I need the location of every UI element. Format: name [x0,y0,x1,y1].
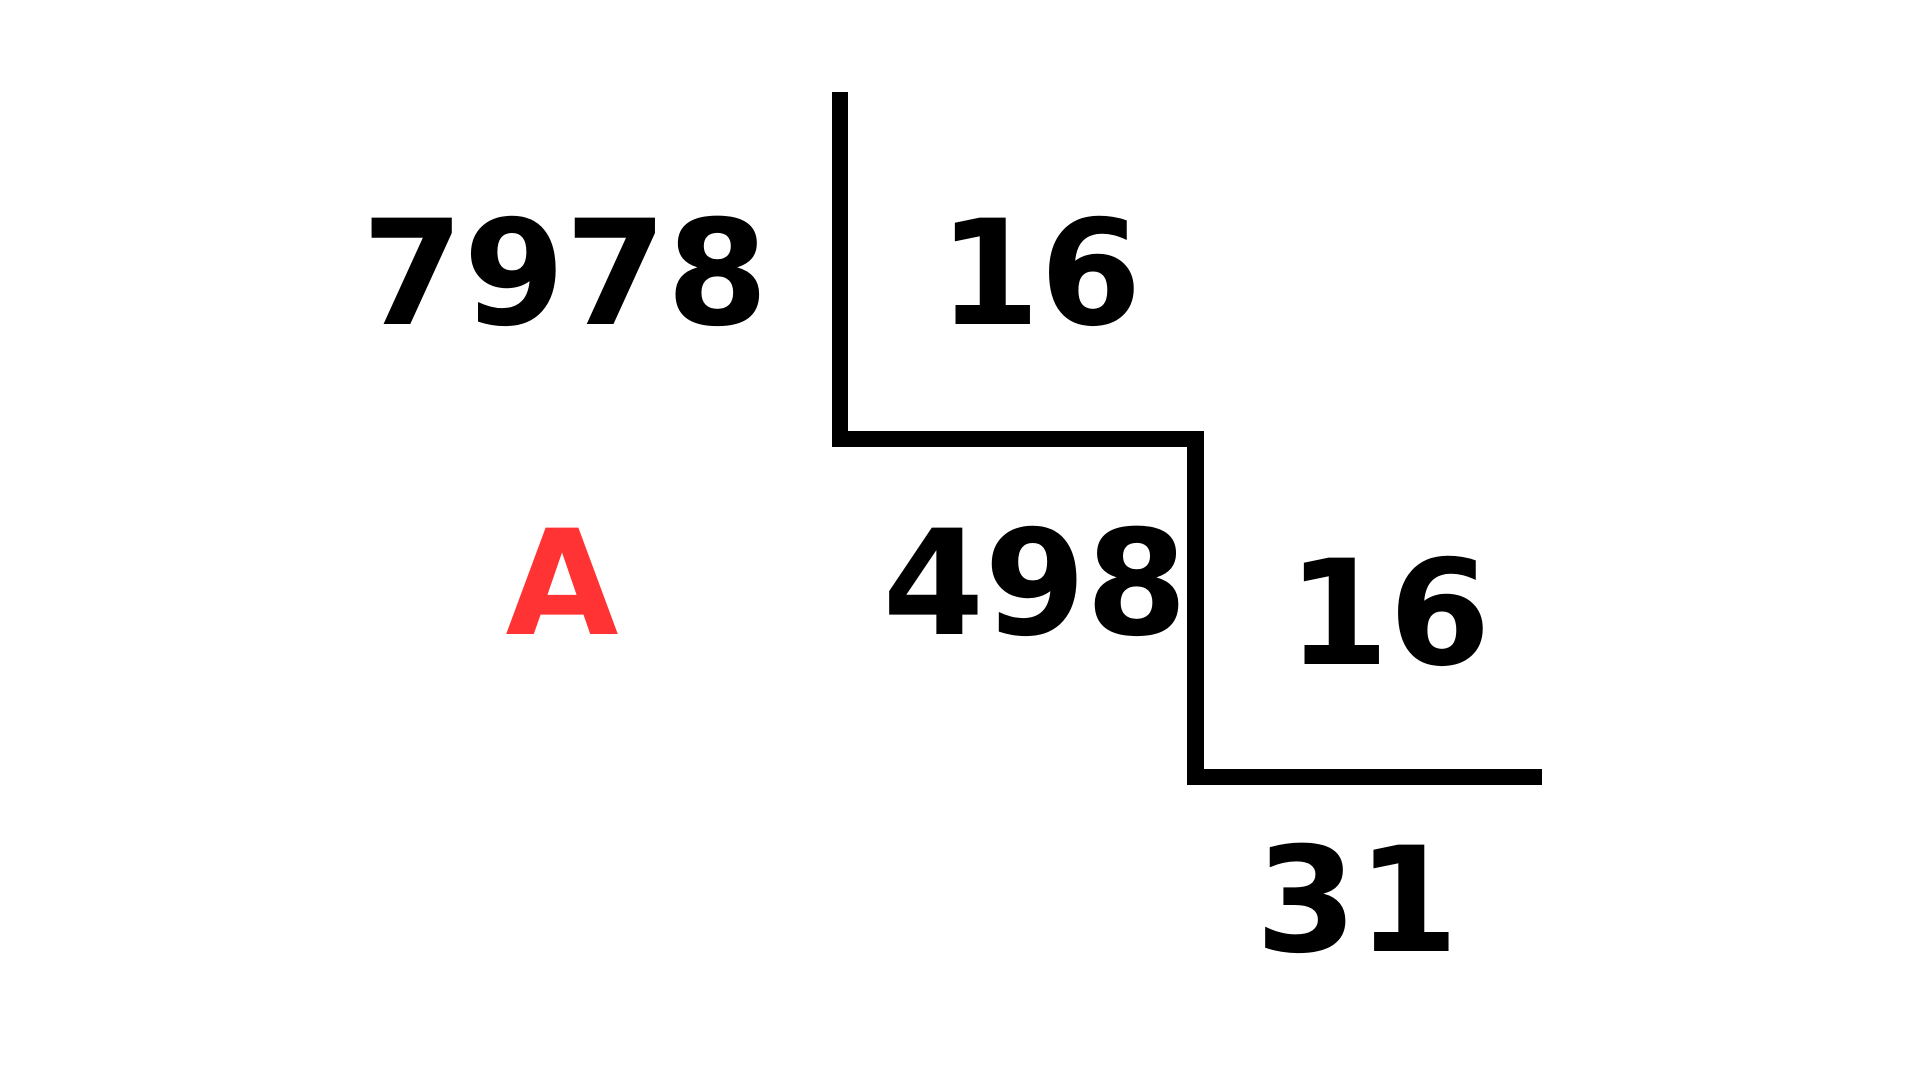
quotient-2: 31 [1255,816,1459,986]
dividend: 7978 [361,189,769,359]
divisor-2: 16 [1287,529,1491,699]
bracket-2-horizontal [1187,769,1542,785]
bracket-1-horizontal [832,431,1188,447]
remainder-1: A [505,499,619,669]
divisor-1: 16 [938,189,1142,359]
bracket-2-vertical [1187,431,1204,785]
bracket-1-vertical [832,92,848,447]
quotient-1: 498 [882,499,1188,669]
